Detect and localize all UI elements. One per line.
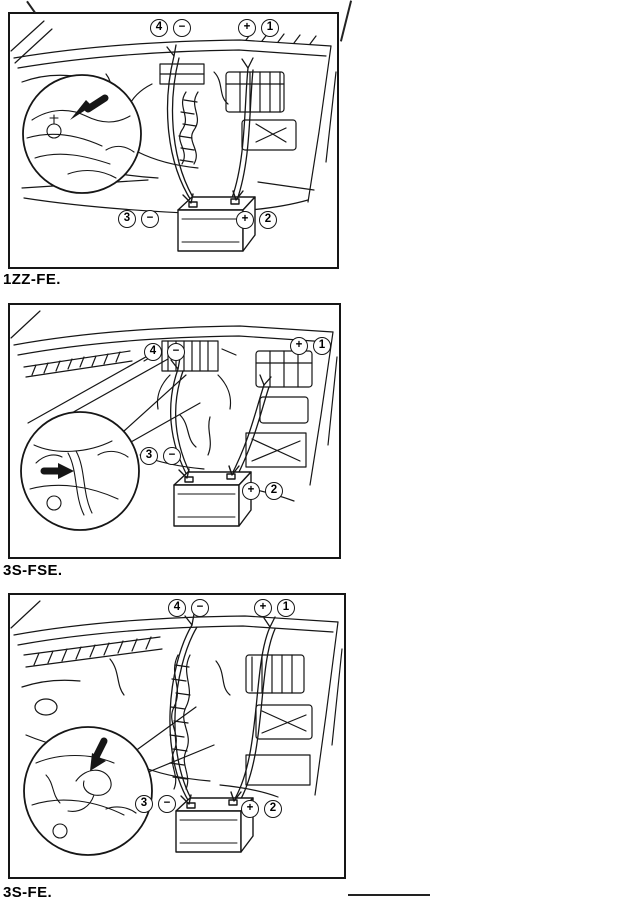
step-number-marker: 3 [140,447,158,465]
step-number-marker: 3 [118,210,136,228]
jumper-connection-1-positive: + 1 [238,19,279,37]
loupe-inset [23,706,215,856]
positive-polarity-marker: + [254,599,272,617]
jumper-connection-3-negative: 3 − [140,447,181,465]
jumper-connection-2-positive: + 2 [242,482,283,500]
jumper-connection-3-negative: 3 − [135,795,176,813]
figure-caption-3s-fe: 3S-FE. [3,884,53,901]
engine-bay-drawing-3s-fe [10,600,343,856]
positive-polarity-marker: + [242,482,260,500]
step-number-marker: 2 [265,482,283,500]
positive-polarity-marker: + [241,800,259,818]
figure-caption-1zz-fe: 1ZZ-FE. [3,271,61,288]
jumper-connection-4-negative: 4 − [144,343,185,361]
jumper-connection-2-positive: + 2 [236,211,277,229]
scan-artifact [339,0,353,42]
step-number-marker: 3 [135,795,153,813]
step-number-marker: 4 [168,599,186,617]
negative-polarity-marker: − [167,343,185,361]
pointer-arrow [58,463,74,479]
pointer-arrow [90,753,106,771]
loupe-inset [20,374,201,531]
jumper-cables [170,357,272,482]
jumper-connection-1-positive: + 1 [290,337,331,355]
step-number-marker: 1 [313,337,331,355]
negative-polarity-marker: − [141,210,159,228]
figure-panel-3s-fse: 4 − + 1 3 − + 2 [8,303,341,559]
step-number-marker: 1 [277,599,295,617]
booster-battery [173,465,252,527]
figure-panel-1zz-fe: 4 − + 1 3 − + 2 [8,12,339,269]
figure-panel-3s-fe: 4 − + 1 3 − + 2 [8,593,346,879]
figure-caption-3s-fse: 3S-FSE. [3,562,63,579]
jumper-cables [169,613,276,808]
jumper-cables [166,44,254,205]
negative-polarity-marker: − [191,599,209,617]
step-number-marker: 2 [264,800,282,818]
positive-polarity-marker: + [236,211,254,229]
scan-artifact [348,894,430,896]
step-number-marker: 4 [144,343,162,361]
jumper-connection-2-positive: + 2 [241,800,282,818]
engine-bay-drawing-1zz-fe [10,20,337,252]
step-number-marker: 4 [150,19,168,37]
jumper-connection-4-negative: 4 − [168,599,209,617]
negative-polarity-marker: − [163,447,181,465]
jumper-connection-1-positive: + 1 [254,599,295,617]
jumper-connection-4-negative: 4 − [150,19,191,37]
negative-polarity-marker: − [158,795,176,813]
step-number-marker: 1 [261,19,279,37]
positive-polarity-marker: + [238,19,256,37]
engine-bay-drawing-3s-fse [10,310,338,531]
pointer-arrow [70,100,92,120]
positive-polarity-marker: + [290,337,308,355]
jumper-connection-3-negative: 3 − [118,210,159,228]
loupe-inset [22,74,142,194]
step-number-marker: 2 [259,211,277,229]
negative-polarity-marker: − [173,19,191,37]
